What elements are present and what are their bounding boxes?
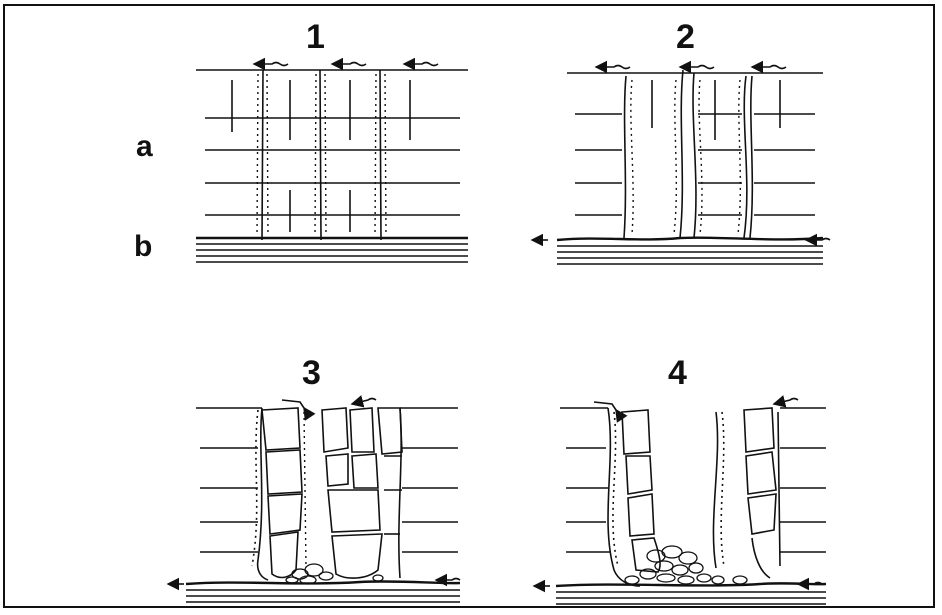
panel-3-drawing — [168, 399, 460, 603]
panel-1-drawing — [196, 63, 468, 263]
panel-4-drawing — [534, 399, 826, 605]
panel-2-drawing — [532, 66, 830, 265]
